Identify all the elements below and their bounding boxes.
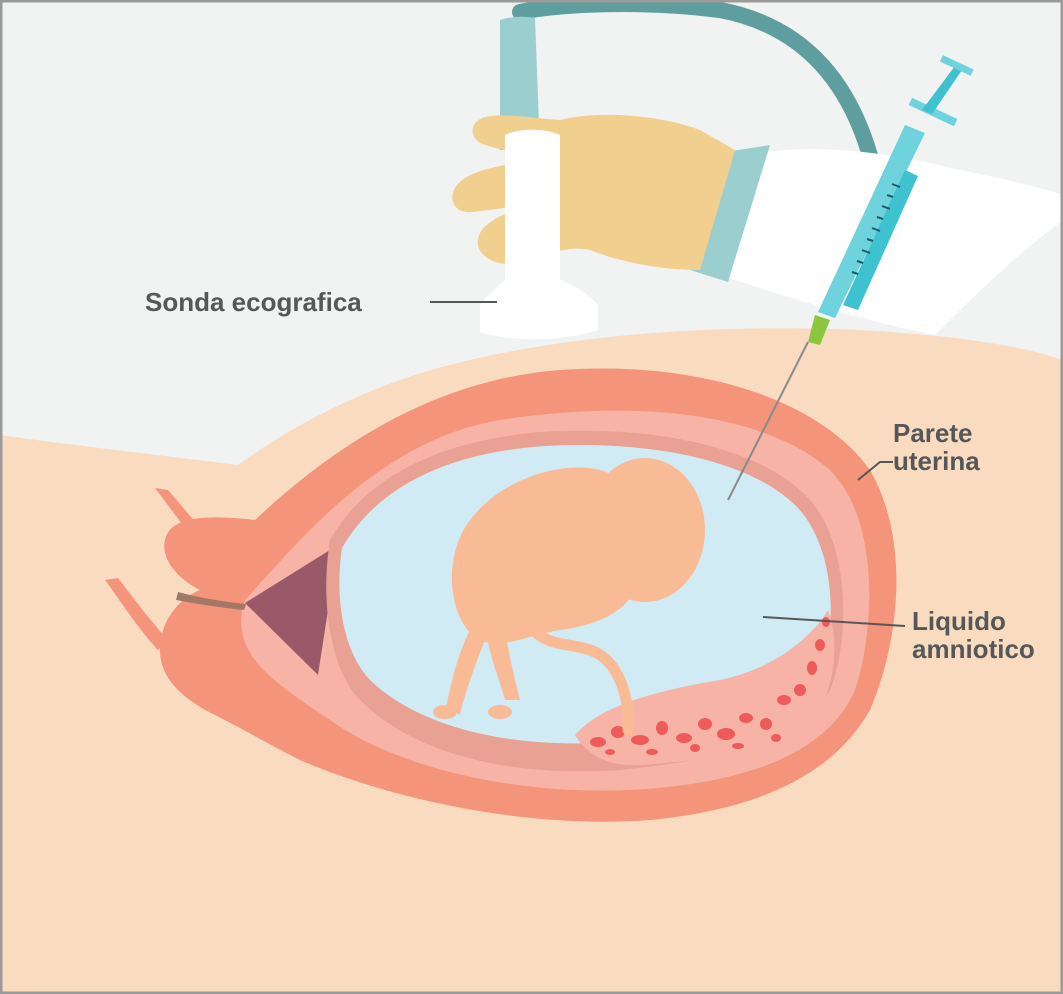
label-probe: Sonda ecografica [145, 287, 362, 317]
label-amniotic-1: Liquido [912, 606, 1006, 636]
gloved-hand [452, 115, 735, 270]
label-amniotic-2: amniotico [912, 634, 1035, 664]
label-uterine-wall-1: Parete [893, 418, 973, 448]
label-uterine-wall-2: uterina [893, 446, 980, 476]
